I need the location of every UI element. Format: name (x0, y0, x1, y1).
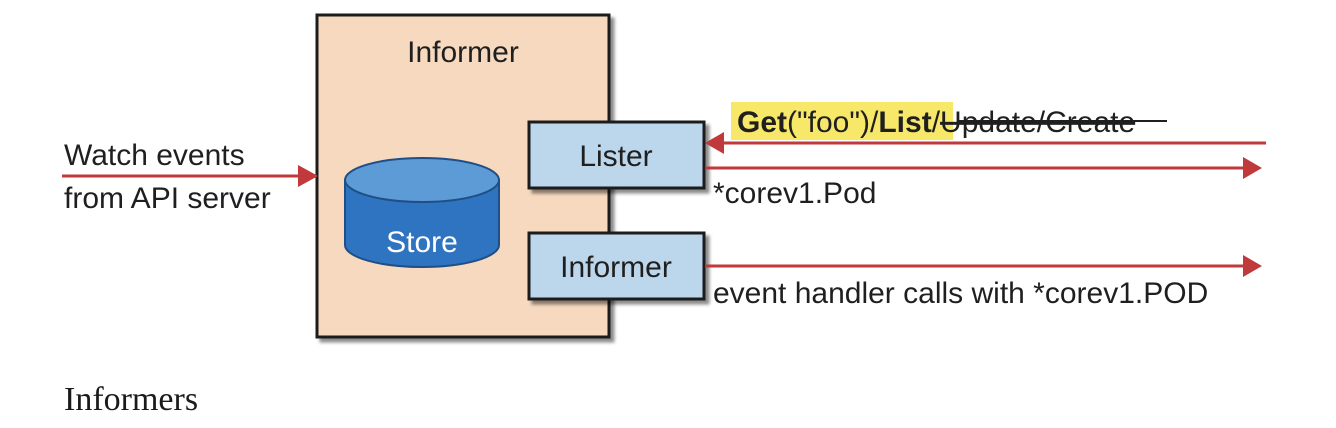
op-get: Get (737, 106, 787, 139)
store-label: Store (386, 226, 458, 259)
event-handler-arrow (705, 255, 1262, 277)
op-get-arg: ("foo") (787, 106, 870, 139)
lister-return-type: *corev1.Pod (713, 177, 876, 210)
lister-response-arrow (705, 157, 1262, 179)
informer-inner-label: Informer (560, 251, 672, 284)
ops-highlight (731, 102, 953, 140)
event-handler-label: event handler calls with *corev1.POD (713, 277, 1208, 310)
op-sep1: / (870, 106, 879, 139)
watch-events-line1: Watch events (64, 139, 245, 172)
informer-inner-box (527, 231, 706, 301)
lister-label: Lister (579, 140, 652, 173)
informer-diagram: Informer Store Lister Informer Watch eve… (62, 13, 1266, 339)
watch-events-arrow (62, 165, 318, 187)
ops-label: Get("foo")/List/Update/Create (737, 106, 1135, 139)
op-struck: Update/Create (940, 106, 1135, 139)
figure-caption: Informers (64, 381, 199, 418)
informer-container-title: Informer (407, 36, 519, 69)
op-list: List (878, 106, 931, 139)
store-cylinder: Store (344, 157, 500, 268)
op-sep2: / (932, 106, 941, 139)
lister-request-arrow (705, 132, 1266, 154)
lister-box (527, 120, 706, 190)
watch-events-line2: from API server (64, 182, 271, 215)
